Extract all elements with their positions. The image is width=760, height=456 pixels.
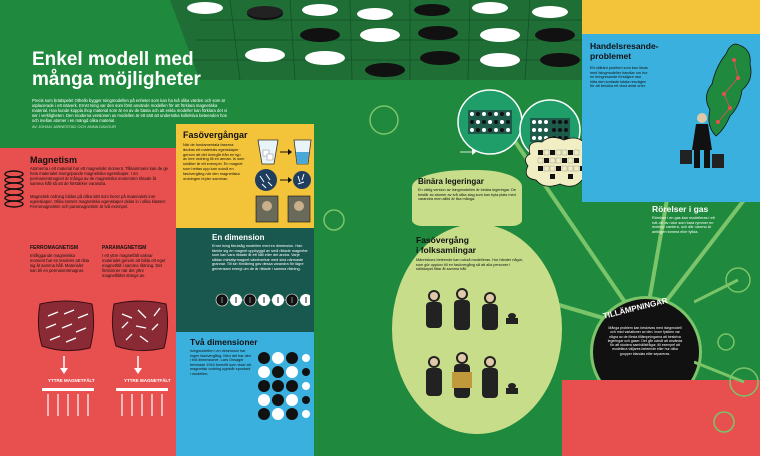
fasovergang-title: Fasövergångar <box>183 130 248 140</box>
heated-magnet-illustration <box>255 169 311 223</box>
decorative-rings <box>694 267 759 433</box>
binara-text: En viktig version av Isingmodellen är bi… <box>418 188 516 202</box>
en-dimension-title: En dimension <box>212 233 265 242</box>
traveling-salesman-figure <box>680 113 724 168</box>
page-title: Enkel modell med många möjligheter <box>32 50 201 90</box>
crowd-illustration <box>426 288 518 398</box>
folksamlingar-title-line2: i folksamlingar <box>416 244 476 255</box>
folksamlingar-title-line1: Fasövergång <box>416 235 469 245</box>
fasovergang-text: När de fundamentala faserna ändras ett m… <box>183 142 245 181</box>
field-label-1: YTTRE MAGNETFÄLT <box>48 378 95 383</box>
ferro-title: FERROMAGNETISM <box>30 245 79 251</box>
handelsresande-title-line1: Handelsresande- <box>590 41 659 51</box>
ferro-text: Intilliggande magnetiska moment har en t… <box>30 253 90 273</box>
magnet-coil-icon <box>4 170 24 208</box>
ferromagnet-block <box>37 300 95 352</box>
en-dimension-text: Ernst Ising förutsåg modellen med en dim… <box>212 244 308 271</box>
para-text: I ett yttre magnetfält vaknar materialet… <box>102 253 166 278</box>
byline: AV JOHAN JARNESTAD OCH ANNA DAVOUR <box>32 124 117 129</box>
field-bars <box>42 388 168 416</box>
magnetism-title: Magnetism <box>30 155 78 165</box>
othello-board-illustration <box>170 0 610 80</box>
magnetism-text-1: Atomerna i ett material har ett magnetis… <box>30 166 169 186</box>
tillampningar-text: Många problem kan beskrivas med Isingmod… <box>607 326 683 356</box>
field-label-2: YTTRE MAGNETFÄLT <box>124 378 171 383</box>
handelsresande-title-line2: problemet <box>590 50 632 61</box>
ice-glass-illustration <box>257 139 312 165</box>
binara-title: Binära legeringar <box>418 177 484 186</box>
folksamlingar-text: Människors beteende kan också modelleras… <box>416 258 523 272</box>
folksamlingar-panel <box>392 224 562 434</box>
en-dimension-panel <box>176 228 314 332</box>
magnetism-text-2: Magnetisk ordning bildas på olika sätt s… <box>30 194 167 209</box>
para-title: PARAMAGNETISM <box>102 245 147 251</box>
bottom-right-red-panel <box>562 380 760 456</box>
two-d-spin-grid <box>258 352 310 420</box>
page-title-line2: många möjligheter <box>32 69 201 90</box>
page-title-line1: Enkel modell med <box>32 49 194 70</box>
rorelser-title: Rörelser i gas <box>652 204 709 214</box>
field-arrows <box>60 356 142 374</box>
handelsresande-panel <box>582 0 760 34</box>
intro-text: Precis som brädspelet Othello bygger Isi… <box>32 98 228 123</box>
rorelser-text: Rörelser i en gas kan modelleras i ett r… <box>652 216 715 234</box>
one-d-spin-chain <box>215 293 310 307</box>
folksamlingar-title: Fasövergång i folksamlingar <box>416 235 476 255</box>
sweden-map-illustration <box>706 43 752 137</box>
handelsresande-title: Handelsresande- problemet <box>590 41 659 61</box>
binara-panel <box>412 170 522 226</box>
tva-dimensioner-title: Två dimensioner <box>190 337 258 347</box>
tva-dimensioner-text: Isingmodellen i en dimension har ingen f… <box>190 349 252 376</box>
paramagnet-block <box>111 300 169 352</box>
handelsresande-text: Ett välkänt problem som kan lösas med Is… <box>590 66 648 89</box>
